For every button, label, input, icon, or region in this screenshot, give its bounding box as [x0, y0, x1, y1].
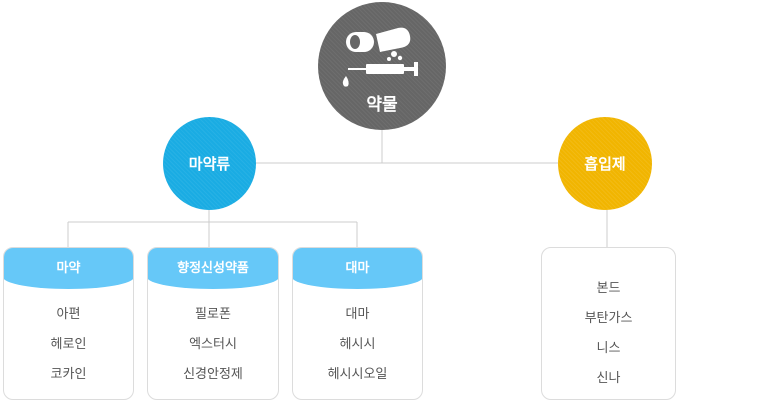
pill-syringe-icon: [342, 27, 418, 87]
card-item-list: 아편 헤로인 코카인: [4, 300, 133, 390]
card-item-list: 본드 부탄가스 니스 신나: [542, 274, 675, 394]
node-inhalants: 흡입제: [558, 117, 652, 210]
list-item: 아편: [56, 307, 81, 322]
card-narcotic: 마약 아편 헤로인 코카인: [3, 247, 134, 400]
list-item: 니스: [596, 341, 621, 356]
root-node-drugs: 약물: [318, 2, 446, 130]
card-item-list: 필로폰 엑스터시 신경안정제: [148, 300, 278, 390]
card-psychotropic: 향정신성약품 필로폰 엑스터시 신경안정제: [147, 247, 279, 400]
list-item: 신나: [596, 371, 621, 386]
card-inhalant: 본드 부탄가스 니스 신나: [541, 247, 676, 400]
list-item: 헤로인: [50, 337, 87, 352]
list-item: 헤시시: [339, 337, 376, 352]
narcotics-label: 마약류: [188, 155, 231, 173]
list-item: 신경안정제: [183, 367, 243, 382]
list-item: 코카인: [50, 367, 87, 382]
list-item: 부탄가스: [584, 311, 633, 326]
list-item: 본드: [596, 281, 621, 296]
card-header: 대마: [293, 248, 422, 289]
list-item: 필로폰: [195, 307, 231, 322]
list-item: 엑스터시: [189, 337, 237, 352]
root-label: 약물: [366, 95, 398, 115]
list-item: 헤시시오일: [327, 367, 388, 382]
list-item: 대마: [345, 307, 370, 322]
card-cannabis: 대마 대마 헤시시 헤시시오일: [292, 247, 423, 400]
inhalants-label: 흡입제: [584, 155, 626, 173]
card-header: 향정신성약품: [148, 248, 278, 289]
card-item-list: 대마 헤시시 헤시시오일: [293, 300, 422, 390]
node-narcotics: 마약류: [163, 117, 256, 210]
card-header: 마약: [4, 248, 133, 289]
